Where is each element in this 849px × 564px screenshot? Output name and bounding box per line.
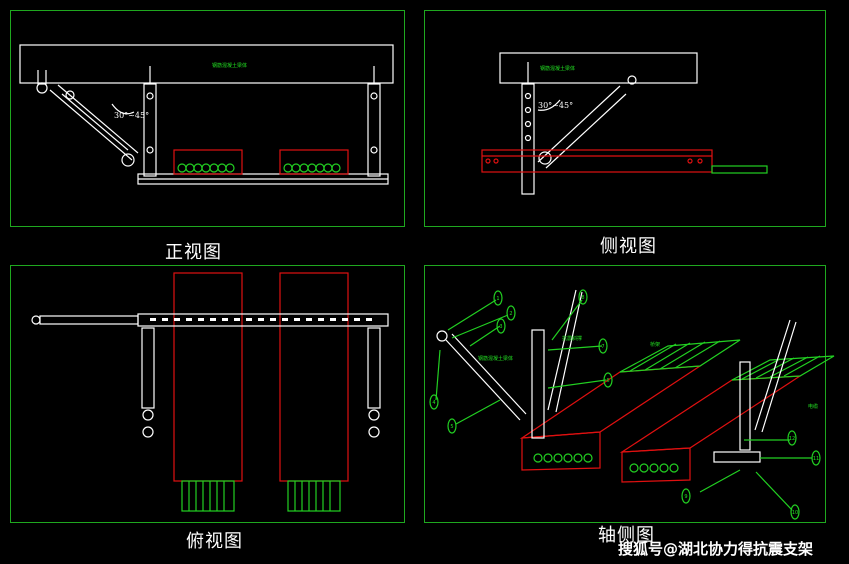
- axo-callout-number: 3: [499, 324, 502, 330]
- top-cables-right: [287, 480, 341, 512]
- top-cables-left: [181, 480, 235, 512]
- axo-callout-number: 8: [581, 295, 584, 301]
- front-tray-left: [173, 149, 243, 175]
- axo-callout-number: 6: [606, 378, 609, 384]
- axo-callout-number: 1: [496, 296, 499, 302]
- axo-view-caption: 轴侧图: [598, 525, 655, 546]
- axo-cable-label: 电缆: [808, 403, 818, 410]
- front-left-hanger: [143, 83, 157, 177]
- side-cable-outlet: [711, 165, 768, 174]
- side-beam-label: 钢筋混凝土梁体: [540, 65, 575, 72]
- axo-right-brace: [754, 319, 797, 433]
- top-view-panel: [10, 265, 405, 523]
- side-view-caption: 侧视图: [600, 236, 657, 257]
- front-diagonal-brace: [49, 84, 139, 161]
- top-tray-right: [279, 272, 349, 482]
- top-view-caption: 俯视图: [186, 531, 243, 552]
- side-tray: [481, 149, 713, 173]
- top-diagonal-brace: [39, 315, 139, 325]
- axo-callout-number: 11: [813, 456, 819, 462]
- side-hanger: [521, 83, 535, 195]
- axo-tray-left-front: [521, 431, 601, 471]
- axo-right-hanger: [739, 361, 751, 451]
- front-view-drawing: 钢筋混凝土梁体 30°~45°: [19, 44, 394, 185]
- front-view-caption: 正视图: [165, 242, 222, 263]
- top-tray-left: [173, 272, 243, 482]
- axo-callout-number: 12: [789, 436, 795, 442]
- axo-anchor-label: 钢筋混凝土梁体: [478, 355, 513, 362]
- front-tray-right: [279, 149, 349, 175]
- front-cables: [177, 163, 341, 173]
- axonometric-view-panel: [424, 265, 826, 523]
- axo-left-hanger: [531, 329, 545, 439]
- axo-left-brace: [445, 333, 527, 421]
- top-view-drawing: [31, 272, 389, 512]
- axo-mid-brace: [547, 289, 583, 413]
- axo-callout-number: 10: [792, 510, 798, 516]
- side-view-drawing: 钢筋混凝土梁体 30°~45°: [481, 52, 768, 195]
- side-angle-label: 30°~45°: [538, 101, 573, 110]
- front-right-hanger: [367, 83, 381, 177]
- front-angle-label: 30°~45°: [114, 111, 149, 120]
- axo-base-channel: [713, 451, 761, 463]
- axo-tray-label: 桥架: [650, 341, 660, 348]
- axo-bracket-label: 抗震斜撑: [562, 335, 582, 342]
- front-left-anchor: [36, 82, 48, 94]
- axo-callout-number: 9: [684, 494, 687, 500]
- axo-callout-number: 7: [601, 344, 604, 350]
- front-beam-label: 钢筋混凝土梁体: [212, 62, 247, 69]
- axo-callout-number: 4: [432, 400, 435, 406]
- axo-cables: [533, 339, 835, 473]
- side-concrete-beam: [499, 52, 698, 84]
- concrete-beam: [19, 44, 394, 84]
- axo-callout-number: 5: [450, 424, 453, 430]
- side-view-panel: [424, 10, 826, 227]
- axo-callout-leaders: [435, 299, 812, 511]
- axo-callout-number: 2: [509, 311, 512, 317]
- front-view-panel: [10, 10, 405, 227]
- watermark-text: 搜狐号@湖北协力得抗震支架: [618, 540, 814, 558]
- axo-tray-right-front: [621, 447, 691, 483]
- top-left-hanger: [141, 327, 155, 409]
- top-right-hanger: [367, 327, 381, 409]
